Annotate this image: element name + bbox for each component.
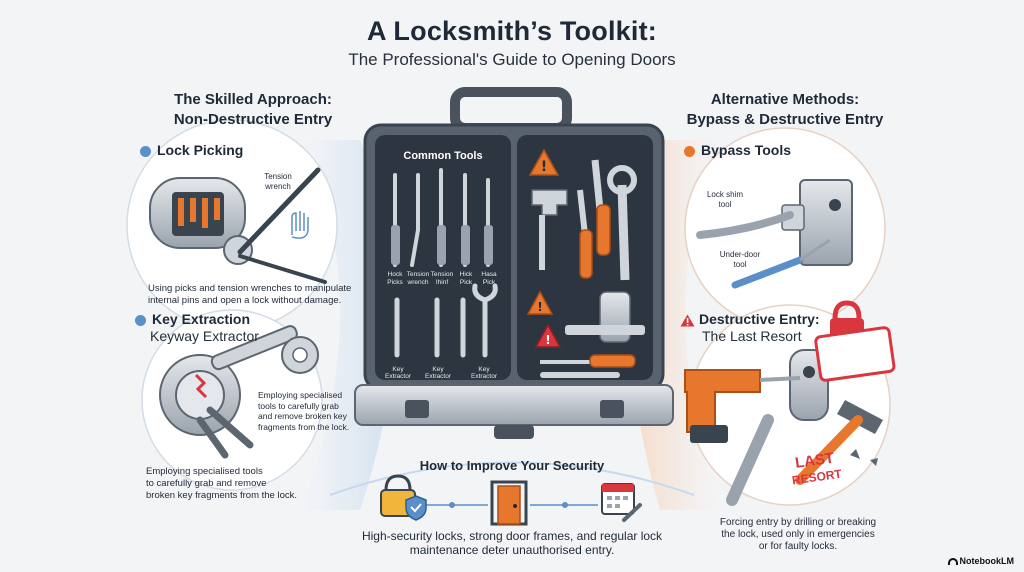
page-subtitle: The Professional's Guide to Opening Door… <box>348 50 676 69</box>
key-extraction-caption: Employing specialised tools to carefully… <box>146 466 298 501</box>
right-heading-line1: Alternative Methods: <box>710 91 860 108</box>
toolbox-base <box>354 384 674 426</box>
key-extraction-callout: Employing specialised tools to carefully… <box>258 390 350 432</box>
last-resort-stamp <box>814 326 896 382</box>
lock-shim-callout: Lock shim tool <box>706 190 743 209</box>
svg-text:!: ! <box>541 159 547 175</box>
warning-triangle-icon: ! <box>528 148 560 176</box>
right-heading: Alternative Methods: Bypass & Destructiv… <box>680 90 890 130</box>
bullet-dot-icon <box>135 314 146 326</box>
warning-triangle-icon <box>680 314 695 327</box>
lock-cylinder-illustration <box>149 167 327 284</box>
svg-text:!: ! <box>545 333 550 347</box>
key-extraction-subtitle: Keyway Extractor <box>150 328 259 344</box>
lock-picking-caption: Using picks and tension wrenches to mani… <box>148 283 352 306</box>
under-door-callout: Under-door tool <box>719 250 761 269</box>
tension-wrench-callout: Tension wrench <box>264 172 292 191</box>
destructive-caption: Forcing entry by drilling or breaking th… <box>719 517 877 552</box>
security-title: How to Improve Your Security <box>419 458 605 473</box>
security-arc <box>329 461 695 496</box>
warning-triangle-icon: ! <box>526 290 554 315</box>
notebooklm-logo-icon <box>947 558 958 566</box>
right-heading-line2: Bypass & Destructive Entry <box>686 111 884 128</box>
bullet-dot-icon <box>684 145 695 157</box>
left-heading: The Skilled Approach: Non-Destructive En… <box>148 90 358 130</box>
bypass-illustration <box>696 179 853 289</box>
toolbox-handle <box>450 87 572 133</box>
destructive-title: Destructive Entry: <box>680 311 820 327</box>
warning-triangle-icon: ! <box>534 323 562 348</box>
left-heading-line1: The Skilled Approach: <box>174 91 332 108</box>
brand-label: NotebookLM <box>947 556 1014 566</box>
lock-picking-title: Lock Picking <box>140 142 243 158</box>
security-caption: High-security locks, strong door frames,… <box>361 529 663 557</box>
page-title: A Locksmith’s Toolkit: <box>367 16 657 46</box>
left-heading-line2: Non-Destructive Entry <box>173 111 333 128</box>
svg-text:!: ! <box>537 300 542 314</box>
calendar-wrench-icon <box>601 483 642 522</box>
key-extraction-title: Key Extraction <box>135 311 250 327</box>
bullet-dot-icon <box>140 145 151 157</box>
destructive-subtitle: The Last Resort <box>702 328 802 344</box>
toolbox-illustration: ! ! ! <box>354 87 674 439</box>
key-extraction-illustration <box>159 325 319 459</box>
padlock-shield-icon <box>380 474 427 521</box>
bypass-title: Bypass Tools <box>684 142 791 158</box>
door-frame-icon <box>490 480 528 526</box>
case-label: Common Tools <box>403 150 483 162</box>
